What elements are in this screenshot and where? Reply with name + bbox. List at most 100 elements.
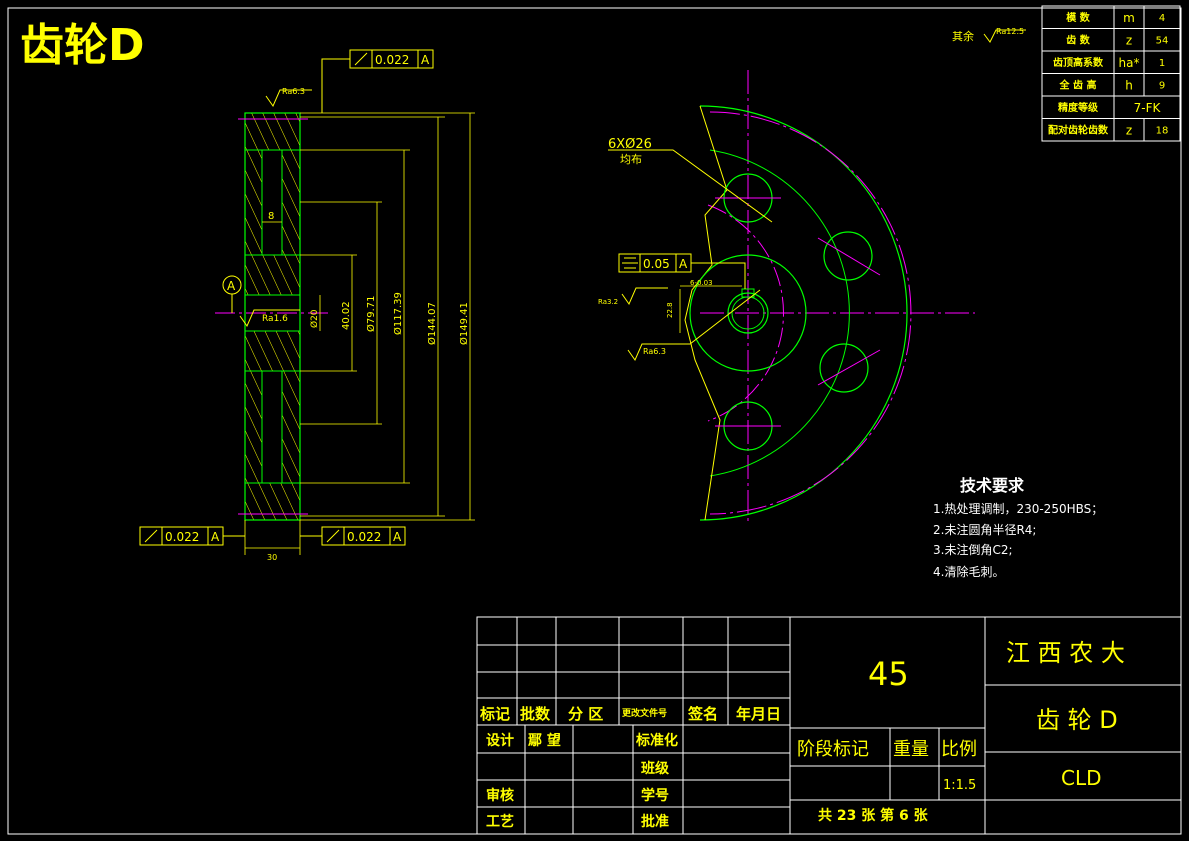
tb-class-label: 班级 bbox=[641, 760, 670, 777]
gear-root-arc bbox=[709, 149, 850, 477]
drawing-title: 齿轮D bbox=[20, 20, 145, 71]
symmetry-frame: 0.05 A bbox=[618, 253, 746, 289]
tb-approve-label: 批准 bbox=[641, 813, 669, 830]
tech-req-item: 2.未注圆角半径R4; bbox=[933, 522, 1036, 537]
param-symbol: m bbox=[1123, 11, 1135, 25]
key-depth: 22.8 bbox=[666, 302, 674, 318]
tb-header: 标记 bbox=[479, 705, 510, 723]
tb-scale-value: 1:1.5 bbox=[943, 778, 976, 793]
param-name: 模 数 bbox=[1066, 11, 1090, 24]
param-value: 54 bbox=[1156, 36, 1169, 47]
svg-text:A: A bbox=[393, 530, 402, 544]
svg-text:0.022: 0.022 bbox=[165, 530, 199, 544]
web-holes bbox=[715, 173, 881, 451]
roughness-default-value: Ra12.5 bbox=[996, 27, 1024, 36]
side-view-web-hatch-top bbox=[244, 149, 263, 256]
roughness-hub-value: Ra6.3 bbox=[643, 347, 666, 356]
param-value: 9 bbox=[1159, 81, 1165, 92]
svg-text:0.022: 0.022 bbox=[375, 53, 409, 67]
tb-design-label: 设计 bbox=[486, 732, 514, 749]
param-symbol: ha* bbox=[1119, 56, 1140, 70]
web-hole bbox=[819, 343, 869, 393]
roughness-default-symbol bbox=[983, 29, 1026, 43]
tb-org: 江 西 农 大 bbox=[1006, 639, 1125, 667]
holes-pitch-arc bbox=[707, 204, 784, 422]
param-name: 齿 数 bbox=[1066, 34, 1090, 47]
tb-designer: 鄢 望 bbox=[528, 732, 561, 749]
tech-req-item: 1.热处理调制，230-250HBS； bbox=[933, 502, 1103, 516]
tb-stage-label: 阶段标记 bbox=[797, 739, 869, 760]
svg-text:A: A bbox=[421, 53, 430, 67]
side-view-web-hatch-bot bbox=[244, 370, 263, 484]
dim-d3: Ø144.07 bbox=[426, 302, 438, 345]
side-view: Ø149.41 Ø144.07 Ø117.39 Ø79.71 40.02 Ø20… bbox=[139, 49, 475, 562]
front-view: 6XØ26 均布 0.05 A 6-0.03 22.8 Ra3.2 Ra6.3 bbox=[598, 70, 975, 525]
roughness-hub-symbol bbox=[627, 289, 761, 362]
holes-note: 均布 bbox=[620, 153, 642, 166]
roughness-bore-symbol bbox=[239, 309, 300, 328]
side-view-dim-lines bbox=[244, 112, 475, 555]
tb-student-id-label: 学号 bbox=[641, 787, 669, 804]
side-view-web-bottom bbox=[261, 370, 283, 484]
param-value: 7-FK bbox=[1134, 101, 1162, 115]
param-symbol: z bbox=[1126, 124, 1132, 138]
tb-header: 批数 bbox=[520, 705, 551, 723]
dim-d4: Ø149.41 bbox=[458, 302, 470, 345]
dim-d1: Ø79.71 bbox=[365, 296, 377, 333]
bore-circle bbox=[727, 292, 769, 334]
side-view-web-hatch-top-r bbox=[281, 149, 301, 256]
dim-bore: Ø20 bbox=[309, 309, 320, 328]
tb-header: 签名 bbox=[687, 705, 718, 723]
tb-process-label: 工艺 bbox=[486, 813, 514, 830]
side-view-web-hatch-bot-r bbox=[281, 370, 301, 484]
param-symbol: h bbox=[1125, 79, 1133, 93]
tb-code: CLD bbox=[1061, 766, 1102, 790]
keyway bbox=[741, 288, 755, 298]
tb-standard-label: 标准化 bbox=[635, 732, 678, 749]
tb-part-name: 齿 轮 D bbox=[1036, 706, 1118, 734]
key-width: 6-0.03 bbox=[690, 279, 713, 287]
roughness-top-symbol bbox=[265, 89, 312, 108]
svg-text:A: A bbox=[211, 530, 220, 544]
runout-top: 0.022 A bbox=[321, 49, 434, 113]
dim-width: 30 bbox=[267, 553, 277, 562]
tb-header: 分 区 bbox=[568, 705, 603, 723]
param-value: 1 bbox=[1159, 58, 1165, 69]
side-view-web-top bbox=[261, 149, 283, 256]
tb-material: 45 bbox=[868, 655, 909, 693]
param-value: 18 bbox=[1156, 126, 1169, 137]
tb-sheet-info: 共 23 张 第 6 张 bbox=[818, 807, 929, 824]
gear-outer-arc bbox=[699, 105, 908, 521]
dim-d2: Ø117.39 bbox=[392, 292, 404, 335]
roughness-bore-value: Ra1.6 bbox=[262, 314, 288, 324]
param-name: 配对齿轮齿数 bbox=[1048, 124, 1109, 137]
title-block-text: 标记 批数 分 区 更改文件号 签名 年月日 设计 鄢 望 标准化 班级 审核 … bbox=[479, 639, 1125, 830]
runout-bottom-left: 0.022 A bbox=[139, 526, 245, 546]
web-hole bbox=[823, 231, 873, 281]
tech-requirements: 技术要求 1.热处理调制，230-250HBS； 2.未注圆角半径R4; 3.未… bbox=[933, 476, 1103, 579]
dim-hub: 40.02 bbox=[341, 301, 352, 330]
roughness-default: 其余 Ra12.5 bbox=[952, 27, 1026, 43]
param-name: 全 齿 高 bbox=[1059, 79, 1097, 92]
holes-leader bbox=[608, 149, 773, 223]
param-symbol: z bbox=[1126, 34, 1132, 48]
tb-review-label: 审核 bbox=[486, 787, 514, 804]
tb-scale-label: 比例 bbox=[941, 739, 977, 760]
hub-outer-circle bbox=[689, 254, 807, 372]
holes-label: 6XØ26 bbox=[608, 137, 652, 152]
side-view-hatch-hub-top bbox=[244, 254, 301, 296]
roughness-key-value: Ra3.2 bbox=[598, 298, 618, 306]
param-value: 4 bbox=[1159, 13, 1165, 24]
roughness-top-value: Ra6.3 bbox=[282, 87, 305, 96]
svg-text:0.05: 0.05 bbox=[643, 257, 670, 271]
tech-req-item: 3.未注倒角C2; bbox=[933, 542, 1013, 557]
title-block bbox=[476, 616, 1182, 835]
param-name: 齿顶高系数 bbox=[1053, 56, 1104, 69]
tb-header: 年月日 bbox=[736, 705, 781, 723]
tech-req-item: 4.清除毛刺。 bbox=[933, 564, 1004, 579]
runout-bottom-right: 0.022 A bbox=[300, 526, 406, 546]
roughness-key-symbol bbox=[621, 287, 668, 306]
svg-text:0.022: 0.022 bbox=[347, 530, 381, 544]
